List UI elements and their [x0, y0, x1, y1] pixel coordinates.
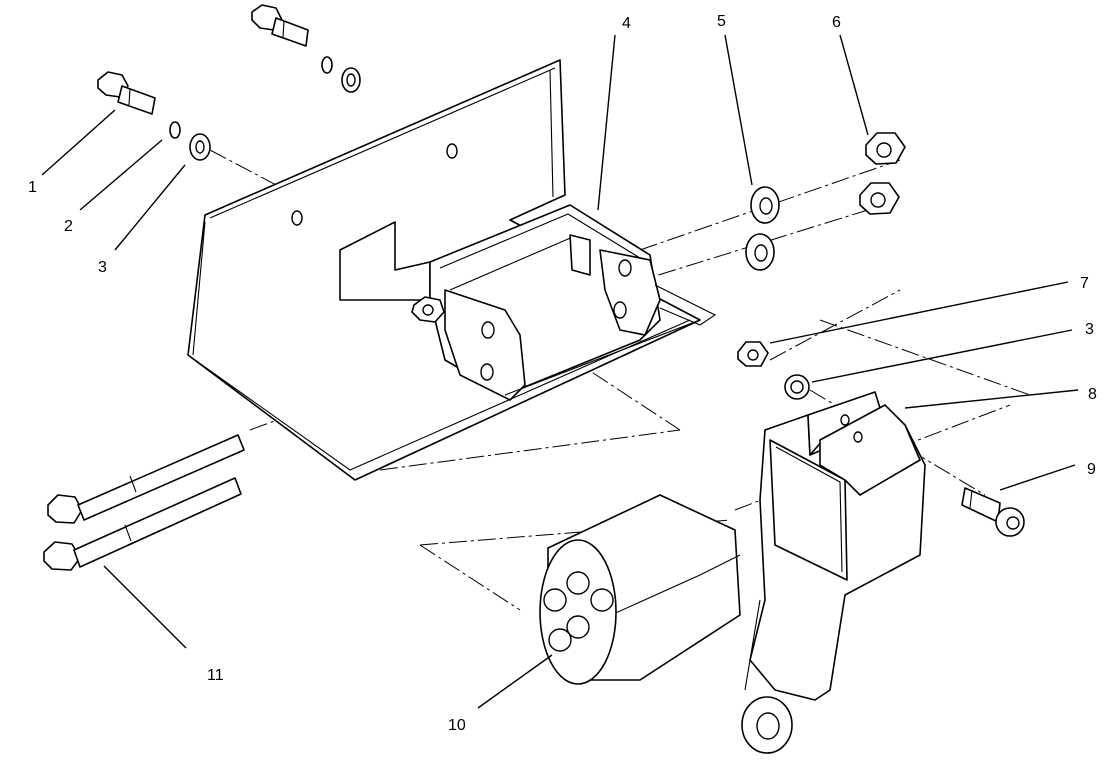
- nuts-6: [859, 132, 906, 215]
- arm-8: [741, 391, 926, 754]
- top-washers: [321, 56, 361, 93]
- rubber-mount-10: [539, 494, 741, 685]
- callout-6: 6: [832, 14, 841, 31]
- callout-8: 8: [1088, 386, 1097, 403]
- bracket: [339, 204, 717, 401]
- leader-lines: [41, 34, 1079, 709]
- callout-2: 2: [64, 218, 73, 235]
- washers-5: [745, 186, 780, 271]
- callout-9: 9: [1087, 461, 1096, 478]
- callout-labels: 1 2 3 4 5 6 7 3 8 9 10 11: [28, 13, 1097, 734]
- long-bolts-11: [43, 434, 245, 571]
- callout-1: 1: [28, 179, 37, 196]
- callout-5: 5: [717, 13, 726, 30]
- callout-7: 7: [1080, 275, 1089, 292]
- washers-2-3: [169, 121, 211, 161]
- bolt-1: [97, 71, 156, 115]
- callout-4: 4: [622, 15, 631, 32]
- top-hex-bolt: [251, 4, 309, 47]
- screw-9: [961, 487, 1025, 537]
- callout-10: 10: [448, 717, 466, 734]
- callout-3: 3: [98, 259, 107, 276]
- callout-11: 11: [207, 667, 224, 684]
- nut-7: [737, 341, 769, 367]
- callout-3-right: 3: [1085, 321, 1094, 338]
- washer-3-right: [784, 374, 810, 400]
